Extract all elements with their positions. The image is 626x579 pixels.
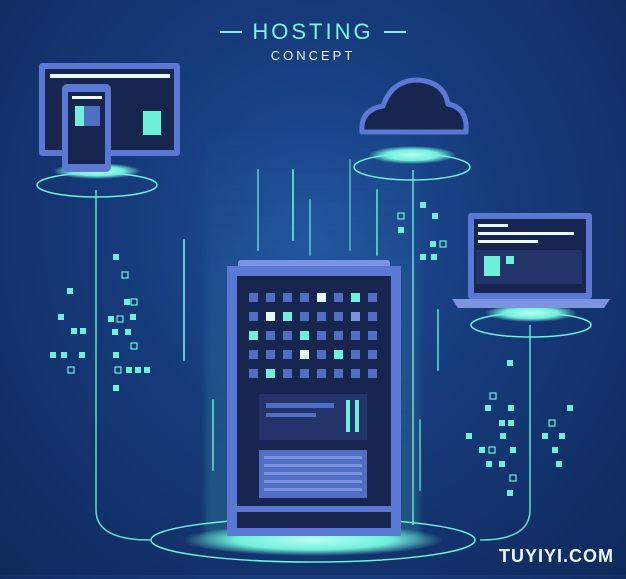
pixel-squares-right — [466, 360, 573, 496]
title-dash-right — [383, 31, 406, 33]
title-text: HOSTING — [252, 19, 374, 44]
watermark: TUYIYI.COM — [498, 546, 614, 566]
pixel-squares-left — [50, 254, 150, 391]
server-drive-panel — [259, 394, 367, 440]
server-vent-panel — [259, 450, 367, 498]
header: HOSTING CONCEPT — [0, 18, 626, 63]
laptop-icon — [452, 213, 610, 308]
page-subtitle: CONCEPT — [270, 48, 356, 63]
cloud-device-group — [353, 77, 471, 181]
smartphone-icon — [62, 84, 111, 172]
cloud-icon — [359, 77, 469, 135]
desktop-device-group — [36, 63, 180, 198]
page-title: HOSTING — [220, 19, 406, 45]
connection-lines — [95, 170, 531, 541]
laptop-device-group — [452, 213, 610, 338]
pixel-squares-center-right — [397, 202, 447, 260]
server-rack-icon — [227, 260, 401, 536]
server-status-lights — [249, 293, 377, 378]
title-dash-left — [220, 31, 243, 33]
light-streaks — [183, 159, 439, 491]
